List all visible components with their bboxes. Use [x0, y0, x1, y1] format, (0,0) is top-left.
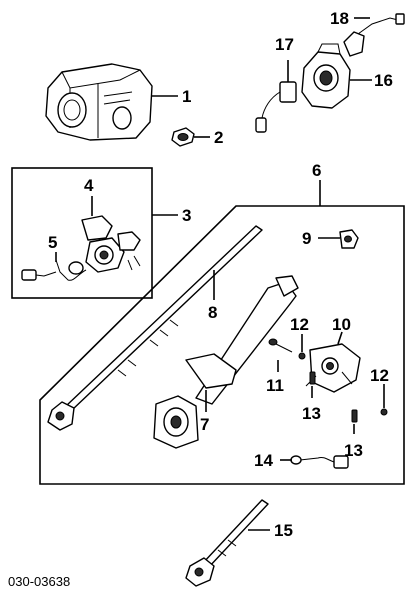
part-fastener-12b [380, 408, 388, 416]
part-bushing [339, 229, 359, 249]
part-lock-housing [81, 215, 141, 273]
part-screw-13b [351, 409, 358, 423]
callout-16: 16 [374, 71, 393, 90]
callout-18: 18 [330, 9, 349, 28]
callout-3: 3 [182, 206, 191, 225]
part-fastener-12a [298, 352, 306, 360]
leader-10 [337, 331, 343, 345]
part-tilt-bracket [305, 343, 361, 393]
callout-13a: 13 [302, 404, 321, 423]
callout-12a: 12 [290, 315, 309, 334]
part-key-switch-wire [21, 259, 87, 281]
callout-13b: 13 [344, 441, 363, 460]
part-harness [290, 455, 349, 469]
box-column-assembly [39, 205, 405, 485]
callout-12b: 12 [370, 366, 389, 385]
callout-2: 2 [214, 128, 223, 147]
diagram-code: 030-03638 [8, 574, 70, 589]
callout-14: 14 [254, 451, 273, 470]
callout-17: 17 [275, 35, 294, 54]
callout-6: 6 [312, 161, 321, 180]
callout-4: 4 [84, 176, 94, 195]
callout-1: 1 [182, 87, 191, 106]
part-combination-switch [301, 43, 351, 109]
part-column-tube [153, 275, 299, 449]
part-steering-shaft [47, 225, 263, 431]
box-ignition-group [11, 167, 153, 299]
part-intermediate-shaft [185, 499, 269, 587]
callout-9: 9 [302, 229, 311, 248]
callout-7: 7 [200, 415, 209, 434]
part-column-cover [45, 63, 153, 141]
callout-8: 8 [208, 303, 217, 322]
part-screw-13a [309, 371, 316, 385]
callout-15: 15 [274, 521, 293, 540]
callout-11: 11 [266, 376, 284, 395]
part-switch-wiring [255, 60, 297, 133]
callout-10: 10 [332, 315, 351, 334]
callout-5: 5 [48, 233, 57, 252]
part-connector [343, 13, 405, 57]
part-bolt [268, 338, 293, 353]
part-clip [171, 127, 195, 147]
